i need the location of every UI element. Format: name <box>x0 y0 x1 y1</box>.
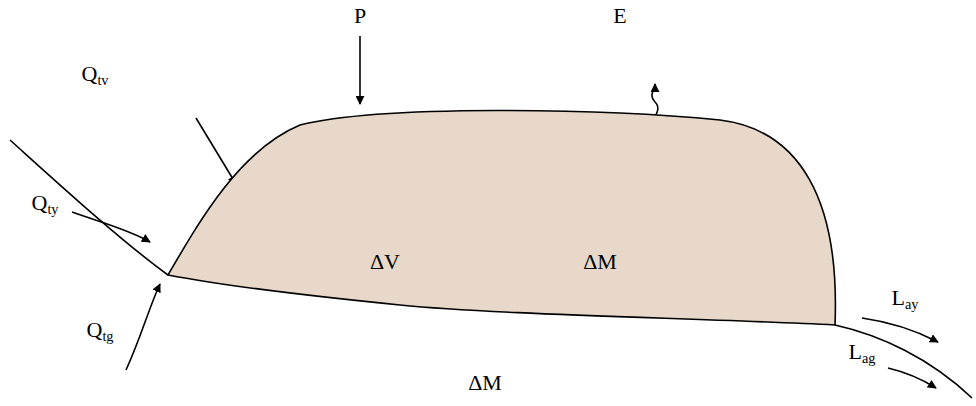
flux-symbol: Qty <box>31 192 58 214</box>
symbol-subscript: tg <box>102 328 113 344</box>
flux-symbol: P <box>354 5 366 27</box>
mass-symbol: ΔM <box>583 251 617 273</box>
mass-symbol: ΔV <box>370 251 400 273</box>
symbol-letter: L <box>892 285 905 310</box>
ice-mass: ΔV ΔM <box>160 100 850 340</box>
flux-symbol: Qtg <box>86 319 113 341</box>
flux-symbol: E <box>613 5 626 27</box>
flux-arrow <box>862 318 938 342</box>
flux-symbol: Lag <box>849 341 876 363</box>
flux-symbol: ΔM <box>468 372 502 394</box>
ice-mass-shape <box>168 110 835 325</box>
ice-mass-outline <box>160 100 850 340</box>
flux-arrow <box>126 284 160 370</box>
symbol-subscript: ag <box>862 350 876 366</box>
ground-line <box>835 325 972 398</box>
flux-arrow <box>888 368 936 388</box>
flux-symbol: Lay <box>892 287 919 309</box>
symbol-subscript: ay <box>905 296 919 312</box>
symbol-letter: Q <box>81 61 97 86</box>
flux-arrow <box>196 118 236 184</box>
symbol-letter: Q <box>86 317 102 342</box>
symbol-subscript: tv <box>97 72 108 88</box>
flux-symbol: Qtv <box>81 63 108 85</box>
symbol-letter: Q <box>31 190 47 215</box>
flux-arrow <box>359 36 361 104</box>
flux-arrow <box>72 212 150 242</box>
ground-line <box>10 140 168 275</box>
symbol-letter: L <box>849 339 862 364</box>
symbol-subscript: ty <box>47 201 58 217</box>
